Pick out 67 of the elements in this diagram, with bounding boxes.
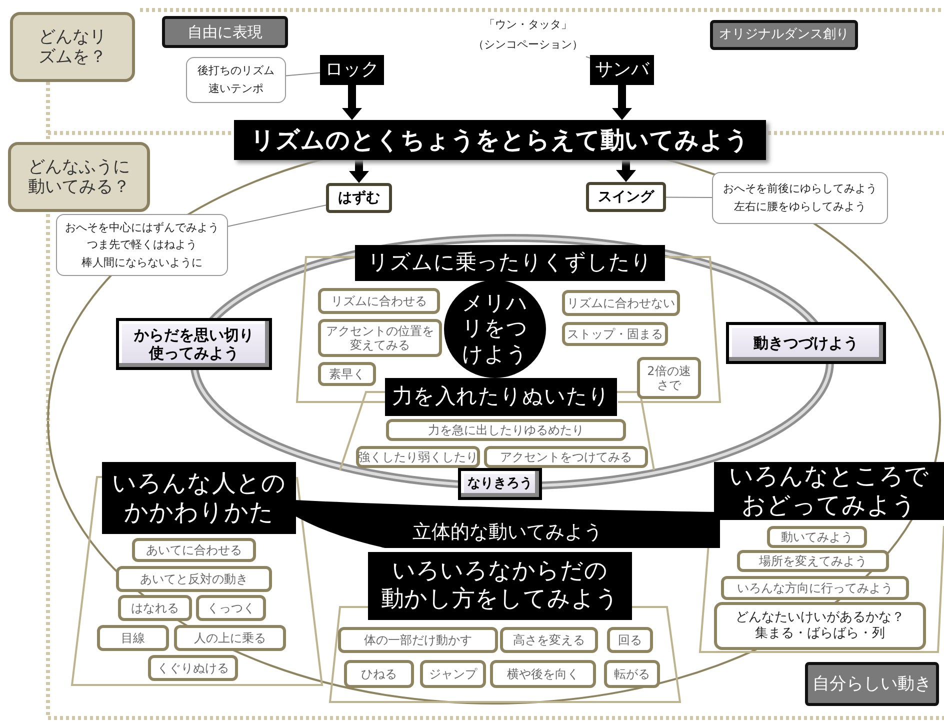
heading-box: ロック	[320, 55, 384, 85]
speech-bubble	[712, 172, 888, 224]
speech-bubble	[186, 57, 286, 103]
question-box: どんなふうに動いてみる？	[8, 142, 150, 212]
leader-line	[286, 72, 320, 76]
heading-box: サンバ	[590, 55, 654, 85]
item-box: 目線	[97, 625, 169, 651]
text-line: 後打ちのリズム	[198, 63, 274, 80]
text-line: 「ウン・タッタ」	[484, 17, 572, 34]
item-box: 高さを変える	[500, 627, 598, 653]
heading-box: 力を入れたりぬいたり	[385, 378, 617, 416]
item-box: 素早く	[318, 362, 376, 386]
arrow	[616, 160, 636, 182]
item-box: あいてと反対の動き	[116, 566, 272, 592]
speech-bubble	[56, 214, 228, 276]
leader-line	[666, 196, 712, 198]
text-line: 速いテンポ	[208, 81, 264, 97]
raised-box: なりきろう	[458, 468, 542, 500]
item-box: 横や後を向く	[490, 660, 596, 688]
item-box: はなれる	[118, 595, 192, 621]
item-box: 力を急に出したりゆるめたり	[386, 419, 626, 441]
item-box: 人の上に乗る	[174, 625, 286, 651]
item-box: リズムに合わせる	[318, 288, 440, 314]
text-line: 左右に腰をゆらしてみよう	[734, 199, 866, 215]
arrow	[349, 160, 369, 183]
arrow	[612, 85, 632, 120]
item-box: 転がる	[604, 660, 660, 688]
text-line: 棒人間にならないように	[82, 254, 202, 271]
item-box: アクセントの位置を変えてみる	[318, 319, 442, 357]
item-box: あいてに合わせる	[132, 538, 256, 562]
item-box: ひねる	[344, 660, 414, 688]
heading-ellipse: メリハリをつけよう	[444, 280, 546, 378]
label-box: 自由に表現	[162, 16, 288, 48]
item-box: 2倍の速さで	[637, 357, 701, 399]
keyword-box: スイング	[586, 182, 666, 212]
item-box: 体の一部だけ動かす	[338, 627, 498, 653]
heading-box: いろいろなからだの動かし方をしてみよう	[368, 552, 632, 620]
heading-box: いろんなところでおどってみよう	[714, 462, 944, 520]
heading-box: いろんな人とのかかわりかた	[102, 462, 296, 534]
item-box: くぐりぬける	[148, 655, 238, 681]
text-line: おへそを前後にゆらしてみよう	[723, 181, 877, 198]
text-line: どんなたいけいがあるかな？	[736, 610, 904, 626]
heading-box: リズムに乗ったりくずしたり	[355, 245, 665, 281]
item-box: アクセントをつけてみる	[484, 446, 648, 468]
item-box: いろんな方向に行ってみよう	[721, 576, 909, 600]
label-box: 自分らしい動き	[805, 662, 939, 706]
leader-line	[228, 204, 326, 227]
text-line: おへそを中心にはずんでみよう	[65, 220, 219, 236]
keyword-box: はずむ	[326, 183, 392, 213]
arrow	[342, 85, 362, 120]
raised-box: 動きつづけよう	[726, 322, 886, 364]
question-box: どんなリズムを？	[10, 12, 135, 82]
label-box: オリジナルダンス創り	[710, 20, 858, 50]
item-box: くっつく	[196, 595, 266, 621]
item-box: 回る	[607, 627, 653, 653]
item-box: リズムに合わせない	[562, 290, 680, 316]
text-line: つま先で軽くはねよう	[87, 237, 197, 254]
item-box: 動いてみよう	[767, 526, 867, 548]
item-box	[714, 602, 926, 650]
banner-band: 立体的な動いてみよう	[295, 500, 720, 548]
text-line: （シンコペーション）	[473, 37, 583, 53]
leader-line	[586, 56, 590, 59]
raised-box: からだを思い切り使ってみよう	[116, 318, 272, 370]
item-box: ストップ・固まる	[562, 322, 668, 346]
item-box: 場所を変えてみよう	[737, 550, 889, 572]
item-box: ジャンプ	[420, 660, 486, 688]
text-line: 集まる・ばらばら・列	[755, 626, 885, 642]
